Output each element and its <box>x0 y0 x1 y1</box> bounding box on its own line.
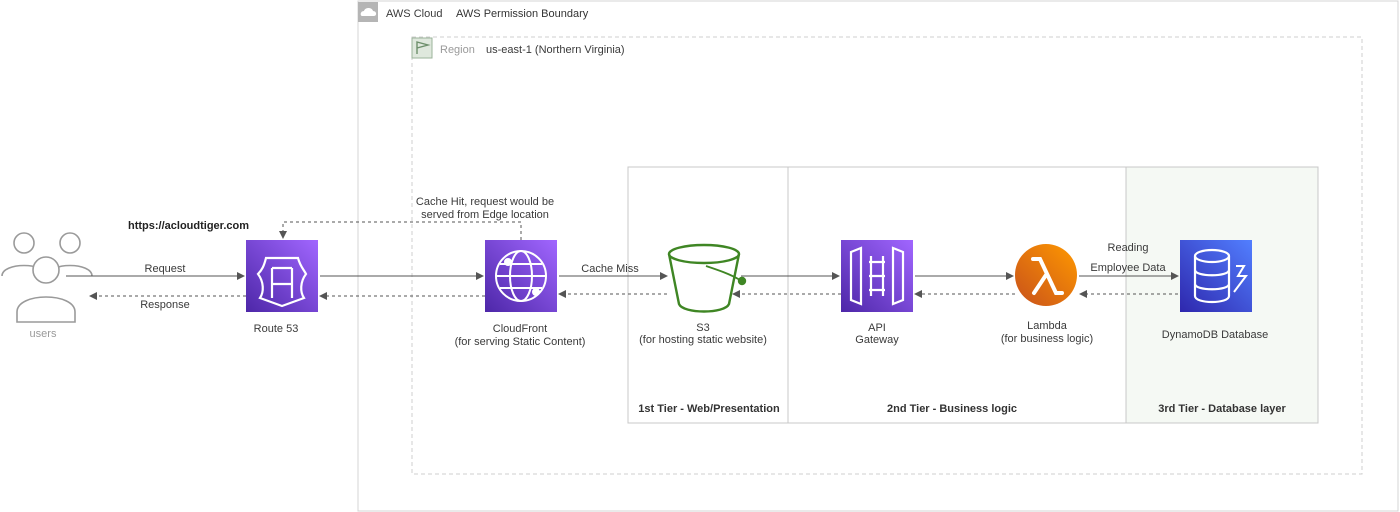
reading-label-line2: Employee Data <box>1090 262 1166 274</box>
aws-cloud-header-icon <box>358 2 378 22</box>
s3-desc: (for hosting static website) <box>639 334 767 346</box>
region-boundary <box>411 36 1363 475</box>
region-label: Region <box>440 44 475 56</box>
cloudfront-desc: (for serving Static Content) <box>454 336 586 348</box>
aws-cloud-label: AWS Cloud <box>386 8 443 20</box>
site-url[interactable]: https://acloudtiger.com <box>128 220 250 232</box>
route53-label: Route 53 <box>253 323 299 335</box>
region-flag-icon <box>411 37 433 59</box>
reading-label-line1: Reading <box>1107 242 1149 254</box>
dynamodb-label: DynamoDB Database <box>1161 329 1269 341</box>
region-name: us-east-1 (Northern Virginia) <box>486 44 625 56</box>
response-label: Response <box>140 299 190 311</box>
lambda-label: Lambda <box>1027 320 1067 332</box>
tier3-label: 3rd Tier - Database layer <box>1158 403 1286 415</box>
lambda-desc: (for business logic) <box>1000 333 1094 345</box>
aws-cloud-boundary <box>357 0 1399 512</box>
s3-bucket-icon <box>667 243 747 313</box>
apigw-desc: Gateway <box>855 334 899 346</box>
cache-hit-label-line1: Cache Hit, request would be <box>415 196 555 208</box>
edge-cache-hit <box>279 221 522 240</box>
users-label: users <box>29 328 57 340</box>
tier2-box <box>787 166 1127 424</box>
dynamodb-icon <box>1180 240 1252 312</box>
lambda-icon <box>1015 244 1077 306</box>
tier1-box <box>627 166 789 424</box>
api-gateway-icon <box>841 240 913 312</box>
cache-miss-label: Cache Miss <box>581 263 639 275</box>
tier2-label: 2nd Tier - Business logic <box>887 403 1017 415</box>
route53-icon <box>246 240 318 312</box>
tier1-label: 1st Tier - Web/Presentation <box>638 403 780 415</box>
permission-boundary-label: AWS Permission Boundary <box>456 8 589 20</box>
users-icon <box>1 232 93 323</box>
s3-label: S3 <box>696 322 710 334</box>
apigw-label: API <box>868 322 886 334</box>
cache-hit-label-line2: served from Edge location <box>421 209 549 221</box>
cloudfront-icon <box>485 240 557 312</box>
cloudfront-label: CloudFront <box>492 323 548 335</box>
request-label: Request <box>144 263 186 275</box>
